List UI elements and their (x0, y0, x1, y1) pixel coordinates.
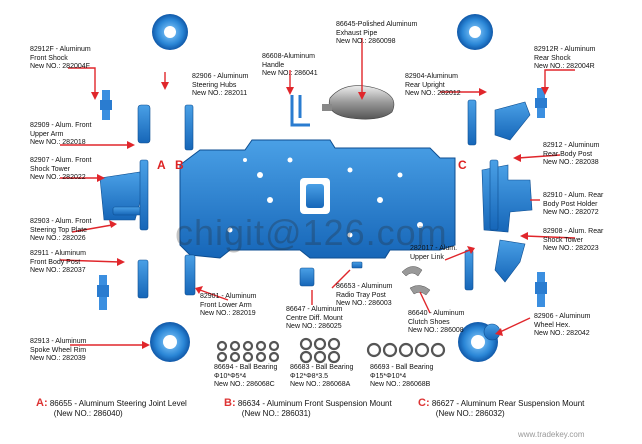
suspension-parts (99, 99, 533, 341)
marker-b: B (175, 158, 184, 172)
exhaust-pipe-icon (322, 85, 395, 120)
marker-c: C (458, 158, 467, 172)
watermark-text: chigit@126.com (175, 212, 448, 253)
handle-icon (290, 95, 310, 127)
footer-a: A: 86655 - Aluminum Steering Joint Level… (36, 397, 187, 419)
shock-icon (97, 88, 547, 310)
arrow-heads (91, 82, 549, 349)
footer-b: B: 86634 - Aluminum Front Suspension Mou… (224, 397, 392, 419)
chassis-plate (179, 139, 456, 259)
corner-watermark: www.tradekey.com (518, 430, 585, 439)
label-upper-link: 282017 - Alum.Upper Link (410, 245, 458, 261)
bearing-icon (216, 337, 446, 364)
footer-c: C: 86627 - Aluminum Rear Suspension Moun… (418, 397, 585, 419)
pointer-arrows (59, 38, 576, 346)
clutch-shoes-icon (401, 266, 431, 296)
marker-a: A (157, 158, 166, 172)
